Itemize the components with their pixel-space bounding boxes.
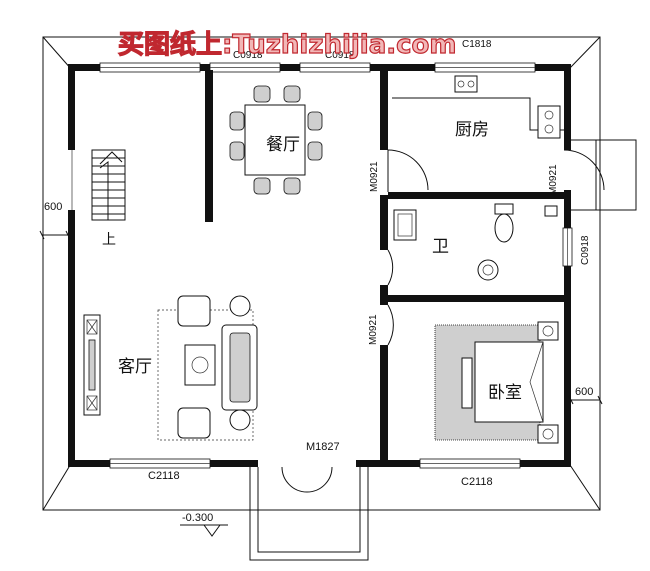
room-label-bathroom: 卫 bbox=[432, 237, 449, 257]
top-windows bbox=[99, 62, 536, 73]
bathroom-fixtures bbox=[393, 203, 558, 281]
kitchen-counters bbox=[392, 75, 564, 139]
bedroom-furniture bbox=[434, 321, 559, 444]
side-porch bbox=[571, 139, 637, 211]
left-gap bbox=[67, 150, 76, 210]
dining-set bbox=[229, 85, 323, 195]
room-label-living: 客厅 bbox=[118, 357, 152, 377]
front-porch bbox=[249, 467, 369, 561]
code-c2118-right: C2118 bbox=[461, 476, 493, 488]
code-c0918-top-right: C0918 bbox=[325, 50, 355, 61]
code-c1818: C1818 bbox=[462, 39, 492, 50]
dim-right: 600 bbox=[575, 386, 593, 398]
code-c0918-top-left: C0918 bbox=[233, 50, 263, 61]
bottom-openings bbox=[109, 458, 521, 469]
dimension-lines bbox=[39, 230, 603, 405]
dim-left: 600 bbox=[44, 201, 62, 213]
level-marker bbox=[180, 524, 228, 537]
room-label-dining: 餐厅 bbox=[266, 135, 300, 155]
code-c2118-left: C2118 bbox=[148, 470, 180, 482]
roof-outline bbox=[42, 36, 601, 511]
code-m1827: M1827 bbox=[306, 441, 340, 453]
stairs bbox=[91, 149, 126, 221]
watermark: 买图纸上:Tuzhizhijia.com bbox=[118, 29, 457, 60]
stair-up-label: 上 bbox=[102, 232, 116, 248]
bath-window bbox=[562, 227, 573, 267]
code-m0921-dining: M0921 bbox=[369, 161, 380, 192]
code-c0918-bath: C0918 bbox=[580, 235, 591, 265]
room-label-kitchen: 厨房 bbox=[455, 120, 489, 140]
door-swings bbox=[281, 149, 605, 493]
room-label-bedroom: 卧室 bbox=[488, 383, 522, 403]
code-m0921-bedroom: M0921 bbox=[368, 314, 379, 345]
interior-walls bbox=[205, 70, 564, 463]
level-label: -0.300 bbox=[182, 512, 213, 524]
living-furniture bbox=[83, 295, 258, 441]
code-m0921-kitchen: M0921 bbox=[548, 164, 559, 195]
